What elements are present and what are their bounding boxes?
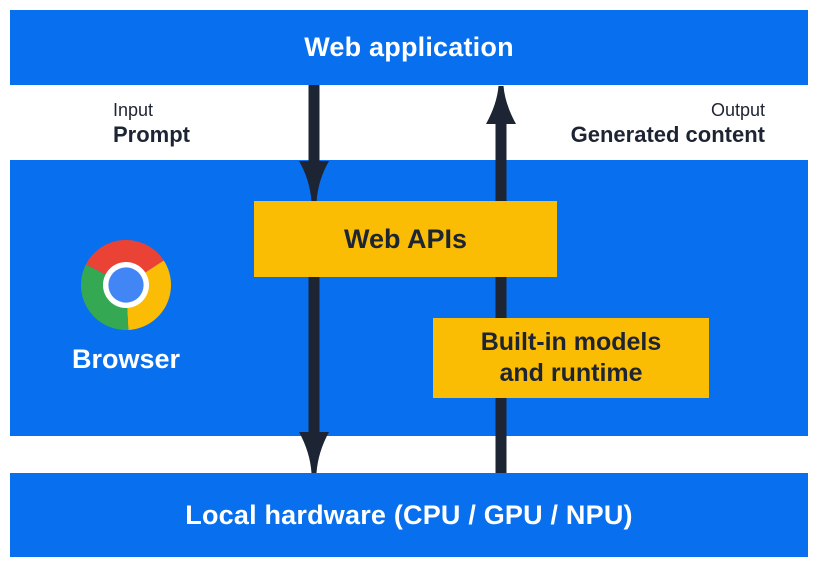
generated-content-label: Generated content [570, 122, 765, 147]
web-application-layer: Web application [10, 10, 808, 85]
input-label: Input [113, 100, 154, 120]
input-label-group: Input Prompt [113, 99, 190, 148]
output-label: Output [710, 100, 765, 120]
web-apis-label: Web APIs [343, 223, 468, 254]
local-hardware-label: Local hardware (CPU / GPU / NPU) [185, 499, 633, 530]
web-application-label: Web application [304, 32, 514, 62]
prompt-label: Prompt [113, 122, 190, 147]
output-label-group: Output Generated content [571, 99, 765, 148]
local-hardware-layer: Local hardware (CPU / GPU / NPU) [10, 473, 808, 557]
chrome-logo-icon [79, 238, 173, 332]
builtin-models-label-line2: and runtime [499, 359, 643, 387]
builtin-models-label-line1: Built-in models [480, 328, 662, 356]
builtin-models-box: Built-in models and runtime [433, 318, 709, 398]
browser-label: Browser [71, 344, 181, 374]
web-apis-box: Web APIs [254, 201, 557, 277]
